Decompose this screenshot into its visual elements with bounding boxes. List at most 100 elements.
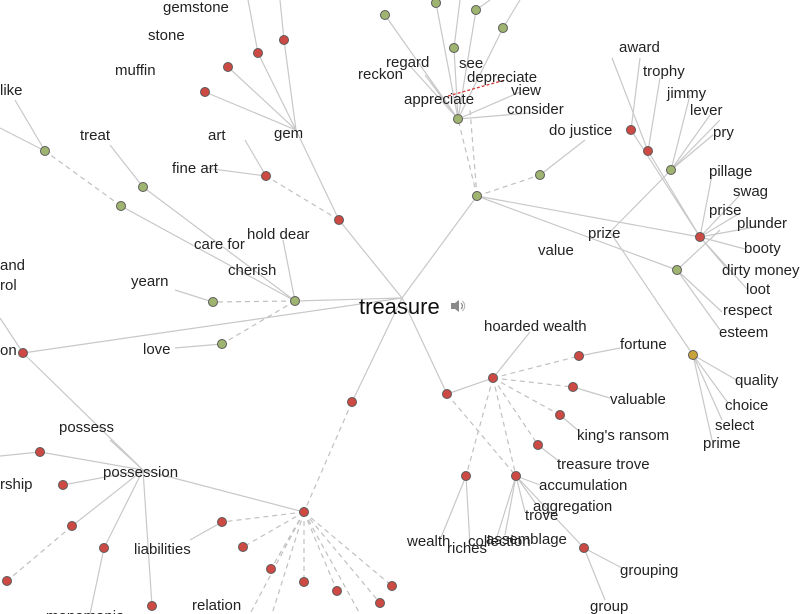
word-label[interactable]: respect <box>723 302 773 319</box>
word-label[interactable]: hold dear <box>247 226 310 243</box>
word-label[interactable]: esteem <box>719 324 768 341</box>
word-label[interactable]: aggregation <box>533 498 612 515</box>
word-label[interactable]: accumulation <box>539 477 627 494</box>
word-label[interactable]: wealth <box>406 533 450 550</box>
word-label[interactable]: award <box>619 39 660 56</box>
node-verb[interactable] <box>380 10 390 20</box>
word-label[interactable]: fine art <box>172 160 219 177</box>
node-noun[interactable] <box>555 410 565 420</box>
node-verb[interactable] <box>453 114 463 124</box>
node-verb[interactable] <box>672 265 682 275</box>
word-label[interactable]: grouping <box>620 562 678 579</box>
word-label[interactable]: gemstone <box>163 0 229 16</box>
word-label[interactable]: see <box>459 55 483 72</box>
node-noun[interactable] <box>35 447 45 457</box>
word-label[interactable]: hoarded wealth <box>484 318 587 335</box>
node-noun[interactable] <box>266 564 276 574</box>
node-noun[interactable] <box>626 125 636 135</box>
word-label[interactable]: choice <box>725 397 768 414</box>
node-noun[interactable] <box>347 397 357 407</box>
word-label[interactable]: loot <box>746 281 771 298</box>
word-label[interactable]: yearn <box>131 273 169 290</box>
node-noun[interactable] <box>533 440 543 450</box>
center-word[interactable]: treasure <box>359 294 440 319</box>
node-verb[interactable] <box>666 165 676 175</box>
word-label[interactable]: select <box>715 417 755 434</box>
node-verb[interactable] <box>535 170 545 180</box>
node-verb[interactable] <box>449 43 459 53</box>
node-noun[interactable] <box>488 373 498 383</box>
node-noun[interactable] <box>299 577 309 587</box>
word-label[interactable]: treasure trove <box>557 456 650 473</box>
word-label[interactable]: trove <box>525 507 558 524</box>
word-label[interactable]: view <box>511 82 541 99</box>
word-label[interactable]: relation <box>192 597 241 614</box>
word-label[interactable]: liabilities <box>134 541 191 558</box>
word-label[interactable]: consider <box>507 101 564 118</box>
node-verb[interactable] <box>208 297 218 307</box>
node-noun[interactable] <box>332 586 342 596</box>
node-noun[interactable] <box>200 87 210 97</box>
word-label[interactable]: group <box>590 598 628 614</box>
word-label[interactable]: possession <box>103 464 178 481</box>
node-verb[interactable] <box>471 5 481 15</box>
word-label[interactable]: stone <box>148 27 185 44</box>
node-verb[interactable] <box>431 0 441 8</box>
word-label[interactable]: care for <box>194 236 245 253</box>
word-label[interactable]: king's ransom <box>577 427 669 444</box>
word-label[interactable]: booty <box>744 240 781 257</box>
node-verb[interactable] <box>290 296 300 306</box>
word-label[interactable]: dirty money <box>722 262 800 279</box>
word-label[interactable]: prise <box>709 202 742 219</box>
node-noun[interactable] <box>579 543 589 553</box>
word-label[interactable]: prime <box>703 435 741 452</box>
word-label[interactable]: treat <box>80 127 111 144</box>
word-label[interactable]: quality <box>735 372 779 389</box>
node-noun[interactable] <box>99 543 109 553</box>
node-verb[interactable] <box>217 339 227 349</box>
word-label[interactable]: art <box>208 127 226 144</box>
word-label[interactable]: plunder <box>737 215 787 232</box>
word-label[interactable]: valuable <box>610 391 666 408</box>
word-label[interactable]: jimmy <box>666 85 707 102</box>
word-label[interactable]: rol <box>0 277 17 294</box>
word-label[interactable]: on <box>0 342 17 359</box>
node-noun[interactable] <box>299 507 309 517</box>
node-noun[interactable] <box>442 389 452 399</box>
node-verb[interactable] <box>472 191 482 201</box>
word-label[interactable]: and <box>0 257 25 274</box>
node-noun[interactable] <box>147 601 157 611</box>
node-noun[interactable] <box>375 598 385 608</box>
word-label[interactable]: trophy <box>643 63 685 80</box>
word-label[interactable]: muffin <box>115 62 156 79</box>
node-noun[interactable] <box>461 471 471 481</box>
word-label[interactable]: monomania <box>46 608 125 614</box>
word-label[interactable]: do justice <box>549 122 612 139</box>
node-noun[interactable] <box>58 480 68 490</box>
node-noun[interactable] <box>238 542 248 552</box>
node-verb[interactable] <box>138 182 148 192</box>
node-verb[interactable] <box>116 201 126 211</box>
word-label[interactable]: love <box>143 341 171 358</box>
word-label[interactable]: appreciate <box>404 91 474 108</box>
node-verb[interactable] <box>498 23 508 33</box>
word-label[interactable]: riches <box>447 540 487 557</box>
node-noun[interactable] <box>334 215 344 225</box>
word-label[interactable]: collection <box>468 533 531 550</box>
word-label[interactable]: prize <box>588 225 621 242</box>
word-label[interactable]: possess <box>59 419 114 436</box>
speaker-icon[interactable] <box>451 300 466 312</box>
word-label[interactable]: rship <box>0 476 33 493</box>
node-noun[interactable] <box>261 171 271 181</box>
word-label[interactable]: reckon <box>358 66 403 83</box>
node-noun[interactable] <box>511 471 521 481</box>
node-noun[interactable] <box>574 351 584 361</box>
word-label[interactable]: pry <box>713 124 734 141</box>
node-noun[interactable] <box>568 382 578 392</box>
word-label[interactable]: gem <box>274 125 303 142</box>
word-label[interactable]: cherish <box>228 262 276 279</box>
node-noun[interactable] <box>2 576 12 586</box>
node-noun[interactable] <box>217 517 227 527</box>
node-noun[interactable] <box>67 521 77 531</box>
node-noun[interactable] <box>18 348 28 358</box>
